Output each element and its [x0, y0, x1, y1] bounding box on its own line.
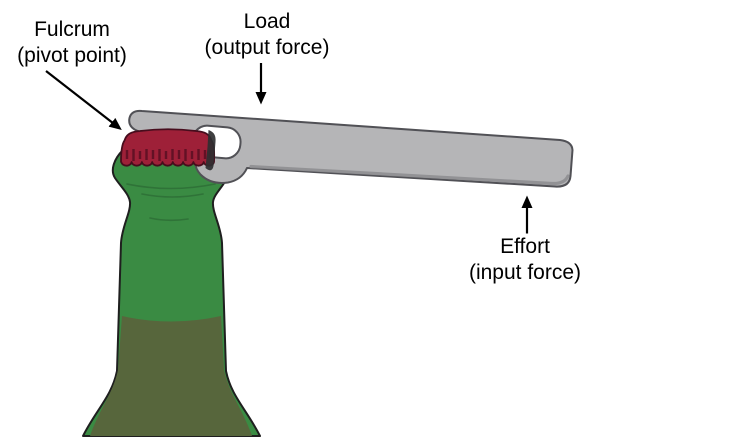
cap-crimps [125, 149, 212, 161]
opener-body [128, 109, 574, 188]
load-label-line1: Load [243, 10, 291, 33]
bottle-neck-lines [126, 183, 216, 222]
fulcrum-arrow [45, 70, 122, 130]
fulcrum-label-line1: Fulcrum [34, 18, 110, 41]
bottle-cap [120, 128, 216, 167]
effort-label: Effort (input force) [452, 234, 598, 286]
load-label: Load (output force) [197, 9, 337, 61]
effort-label-line1: Effort [500, 235, 550, 258]
load-label-line2: (output force) [204, 36, 330, 59]
effort-label-line2: (input force) [468, 261, 582, 284]
cap-shadow [205, 130, 216, 171]
fulcrum-label-line2: (pivot point) [17, 44, 127, 67]
bottle-liquid [90, 316, 252, 436]
opener-bevel [249, 164, 570, 186]
fulcrum-label: Fulcrum (pivot point) [2, 17, 142, 69]
